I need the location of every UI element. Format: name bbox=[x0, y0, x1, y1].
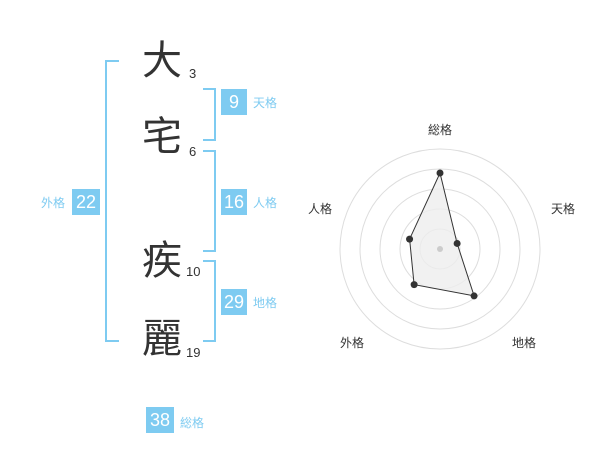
stroke-count-4: 19 bbox=[186, 345, 201, 360]
radar-polygon bbox=[409, 171, 475, 297]
stroke-count-2: 6 bbox=[189, 144, 197, 159]
tenkaku-label: 天格 bbox=[253, 96, 278, 110]
gaikaku-bracket bbox=[105, 60, 119, 342]
name-char-1: 大 bbox=[142, 38, 182, 84]
jinkaku-bracket bbox=[203, 150, 216, 252]
radar-point-4 bbox=[410, 281, 418, 289]
radar-label-chikaku: 地格 bbox=[512, 336, 537, 350]
radar-label-jinkaku: 人格 bbox=[308, 202, 333, 216]
jinkaku-value: 16 bbox=[221, 189, 247, 215]
stroke-count-1: 3 bbox=[189, 66, 197, 81]
jinkaku-label: 人格 bbox=[253, 196, 278, 210]
soukaku-value: 38 bbox=[146, 407, 174, 433]
radar-label-gaikaku: 外格 bbox=[340, 336, 365, 350]
radar-label-soukaku: 総格 bbox=[428, 123, 453, 137]
name-char-2: 宅 bbox=[142, 114, 182, 160]
radar-point-5 bbox=[406, 235, 414, 243]
gaikaku-label: 外格 bbox=[41, 196, 66, 210]
name-char-4: 麗 bbox=[142, 316, 182, 362]
radar-point-2 bbox=[453, 239, 461, 247]
radar-point-3 bbox=[470, 292, 478, 300]
stroke-count-3: 10 bbox=[186, 264, 201, 279]
radar-ring-5 bbox=[339, 148, 541, 350]
chikaku-value: 29 bbox=[221, 289, 247, 315]
radar-center-dot bbox=[437, 246, 443, 252]
soukaku-label: 総格 bbox=[180, 416, 205, 430]
chikaku-label: 地格 bbox=[253, 296, 278, 310]
radar-point-1 bbox=[436, 169, 444, 177]
chikaku-bracket bbox=[203, 260, 216, 342]
radar-ring-4 bbox=[359, 168, 521, 330]
radar-label-tenkaku: 天格 bbox=[551, 202, 576, 216]
tenkaku-bracket bbox=[203, 88, 216, 141]
name-char-3: 疾 bbox=[142, 238, 182, 284]
gaikaku-value: 22 bbox=[72, 189, 100, 215]
tenkaku-value: 9 bbox=[221, 89, 247, 115]
